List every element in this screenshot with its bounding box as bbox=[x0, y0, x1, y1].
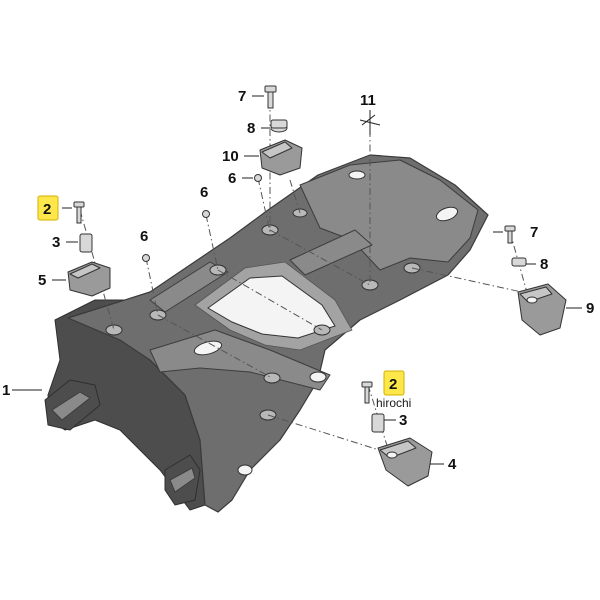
highlight-box-left bbox=[37, 195, 59, 221]
callout-labels: 1 2 3 5 7 8 10 6 6 6 11 7 8 9 2 3 4 bbox=[2, 88, 594, 473]
callout-7-top: 7 bbox=[238, 88, 246, 105]
watermark-text: hirochi bbox=[376, 396, 411, 410]
callout-5: 5 bbox=[38, 272, 46, 289]
callout-3-left: 3 bbox=[52, 234, 60, 251]
hardware bbox=[67, 85, 567, 487]
callout-4: 4 bbox=[448, 456, 457, 473]
callout-6-mid: 6 bbox=[200, 184, 208, 201]
callout-10: 10 bbox=[222, 148, 239, 165]
callout-11: 11 bbox=[360, 92, 376, 109]
callout-8-right: 8 bbox=[540, 256, 548, 273]
callout-2-right: 2 bbox=[389, 376, 397, 393]
callout-2-left: 2 bbox=[43, 201, 51, 218]
carrier-frame bbox=[44, 154, 489, 513]
callout-3-right: 3 bbox=[399, 412, 407, 429]
callout-8-top: 8 bbox=[247, 120, 255, 137]
callout-6-left: 6 bbox=[140, 228, 148, 245]
leader-lines bbox=[12, 95, 582, 465]
callout-7-right: 7 bbox=[530, 224, 538, 241]
callout-9: 9 bbox=[586, 300, 594, 317]
callout-6-top: 6 bbox=[228, 170, 236, 187]
callout-1: 1 bbox=[2, 382, 10, 399]
highlight-box-right bbox=[383, 370, 405, 396]
